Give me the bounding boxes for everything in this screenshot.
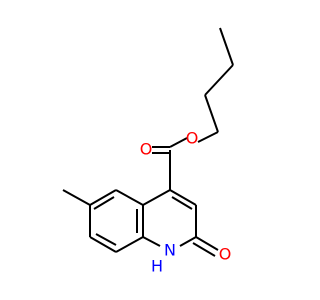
atom-label-ring-o: O bbox=[219, 245, 232, 264]
bond-c4a-c5 bbox=[115, 189, 144, 206]
atom-label-ring-nh: H bbox=[151, 257, 163, 276]
bond-c7-c8-inner bbox=[95, 233, 117, 246]
atom-label-ring-n: N bbox=[164, 241, 176, 260]
bond-c4-c3 bbox=[169, 189, 197, 206]
bond-c5-c6-inner bbox=[93, 196, 115, 210]
bond-c2-n1 bbox=[179, 236, 197, 247]
bond-c7-c8 bbox=[89, 236, 117, 253]
bond-butyl-1 bbox=[219, 27, 234, 66]
bond-c2-o-b bbox=[192, 242, 216, 257]
molecule-diagram: O O O N H bbox=[62, 27, 234, 276]
bond-butyl-to-o bbox=[197, 131, 219, 143]
bond-n1-c8a bbox=[142, 236, 161, 247]
bond-o-carbonyl-c bbox=[169, 137, 188, 148]
atom-label-ester-o-alkoxy: O bbox=[186, 129, 199, 148]
bond-c4-c3-inner bbox=[171, 196, 193, 210]
bond-c5-c6 bbox=[89, 189, 117, 206]
bond-butyl-3 bbox=[204, 94, 219, 133]
bond-c6-methyl bbox=[62, 189, 91, 206]
bond-c4a-c4 bbox=[142, 189, 171, 206]
bond-c8-c8a bbox=[115, 236, 144, 253]
bond-c2-o-a bbox=[195, 236, 219, 251]
atom-label-ester-o-carbonyl: O bbox=[140, 140, 153, 159]
bond-butyl-2 bbox=[204, 64, 234, 96]
